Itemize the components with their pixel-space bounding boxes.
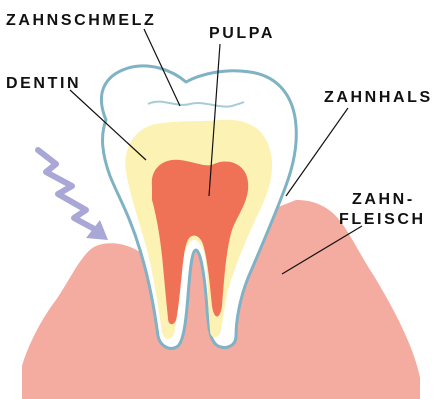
- label-zahnschmelz: ZAHNSCHMELZ: [6, 12, 156, 29]
- label-zahnfleisch-line2: FLEISCH: [339, 211, 426, 228]
- label-pulpa: PULPA: [209, 25, 275, 42]
- label-zahnhals: ZAHNHALS: [324, 89, 433, 106]
- label-zahnfleisch-line1: ZAHN-: [352, 191, 415, 208]
- pain-arrow-icon: [38, 150, 108, 240]
- label-dentin: DENTIN: [6, 75, 81, 92]
